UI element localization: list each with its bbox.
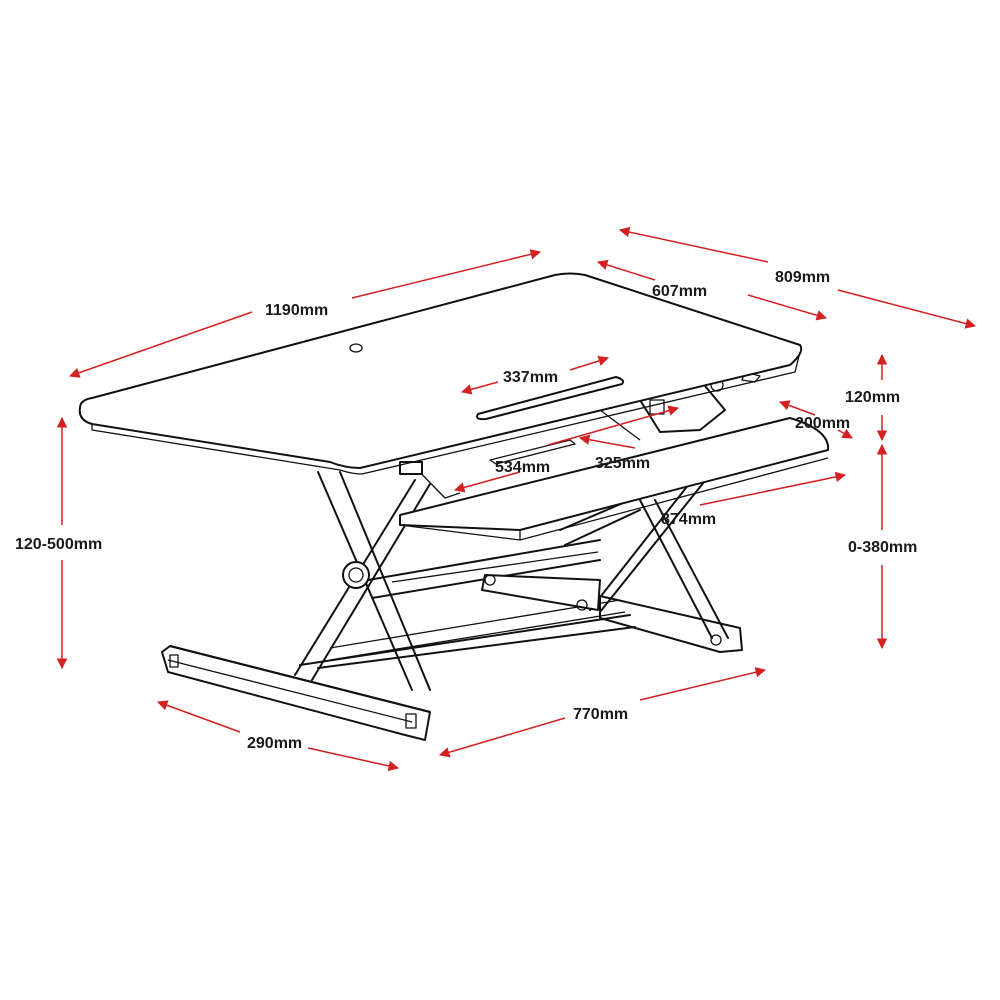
label-top-depth: 607mm <box>652 283 707 300</box>
label-overall-depth: 809mm <box>775 269 830 286</box>
rear-scissor-legs <box>589 469 729 639</box>
desk-outline <box>78 272 830 741</box>
label-slot-length: 337mm <box>503 369 558 386</box>
label-base-width: 770mm <box>573 706 628 723</box>
label-base-depth: 290mm <box>247 735 302 752</box>
label-tray-drop: 200mm <box>795 415 850 432</box>
top-support <box>399 409 641 499</box>
label-top-width: 1190mm <box>265 302 328 319</box>
cross-bars <box>367 539 601 611</box>
label-height-range: 120-500mm <box>15 536 102 553</box>
base-rear-foot <box>599 595 743 653</box>
base-rails <box>299 599 636 669</box>
label-keyboard-tray-width: 534mm <box>495 459 550 476</box>
keyboard-tray <box>399 417 830 541</box>
label-top-to-tray: 120mm <box>845 389 900 406</box>
front-scissor-legs <box>294 471 431 691</box>
label-lower-tray-width: 874mm <box>661 511 716 528</box>
dimension-labels: 1190mm 607mm 809mm 337mm 534mm 325mm 874… <box>15 269 917 752</box>
label-keyboard-tray-depth: 325mm <box>595 455 650 472</box>
dimension-lines <box>56 226 977 772</box>
label-tray-range: 0-380mm <box>848 539 917 556</box>
desktop-surface <box>78 272 803 475</box>
base-front-foot <box>161 645 431 741</box>
